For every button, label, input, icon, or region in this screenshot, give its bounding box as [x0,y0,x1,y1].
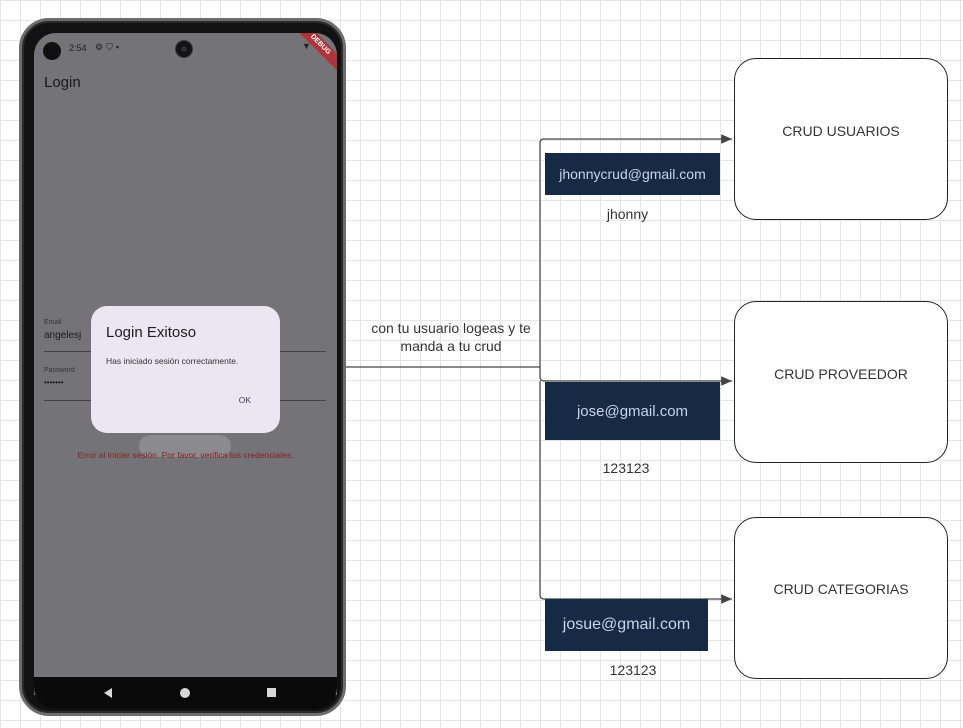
email-tag-usuarios: jhonnycrud@gmail.com [545,153,720,195]
branch-connector-usuarios [539,134,732,367]
password-label-usuarios: jhonny [606,206,649,222]
success-dialog: Login Exitoso Has iniciado sesión correc… [91,306,280,433]
sd-card-icon: ▪ [115,42,123,52]
back-icon[interactable] [104,688,112,698]
camera-hole-icon [43,42,61,60]
crud-label-categorias: CRUD CATEGORIAS [773,581,909,597]
crud-box-proveedor: CRUD PROVEEDOR [734,301,948,463]
page-title: Login [44,74,81,91]
wifi-icon: ▼ [302,41,311,51]
password-label: Password [44,367,75,374]
email-tag-proveedor: jose@gmail.com [545,382,720,440]
crud-box-usuarios: CRUD USUARIOS [734,58,948,220]
email-field[interactable]: angelesj [44,330,82,341]
flow-label: con tu usuario logeas y te manda a tu cr… [371,320,531,354]
crud-box-categorias: CRUD CATEGORIAS [734,517,948,679]
error-message: Error al iniciar sesión. Por favor, veri… [77,450,294,460]
nav-bar [34,677,337,709]
status-icons: ⚙⛉▪ [95,42,122,53]
recents-icon[interactable] [267,688,276,697]
crud-label-proveedor: CRUD PROVEEDOR [774,366,908,382]
settings-icon: ⚙ [95,42,107,52]
dialog-body: Has iniciado sesión correctamente. [106,356,239,366]
password-label-proveedor: 123123 [602,460,650,476]
app-screen: 2:54 ⚙⛉▪ ▼ DEBUG Login Email angelesj Pa… [34,33,337,695]
branch-connector-proveedor [539,367,732,386]
crud-label-usuarios: CRUD USUARIOS [782,123,900,139]
status-bar: 2:54 ⚙⛉▪ ▼ DEBUG [34,33,337,74]
login-button[interactable] [139,435,231,457]
email-tag-categorias: josue@gmail.com [545,599,708,651]
branch-connector-categorias [539,381,732,604]
front-camera-icon [175,40,193,58]
status-time: 2:54 [69,43,87,53]
shield-icon: ⛉ [106,42,116,52]
email-label: Email [44,319,62,326]
home-icon[interactable] [180,688,190,698]
password-label-categorias: 123123 [609,662,657,678]
password-field[interactable]: ••••••• [44,378,64,387]
phone-frame: 2:54 ⚙⛉▪ ▼ DEBUG Login Email angelesj Pa… [19,18,346,716]
dialog-title: Login Exitoso [106,324,197,341]
dialog-ok-button[interactable]: OK [238,395,251,405]
